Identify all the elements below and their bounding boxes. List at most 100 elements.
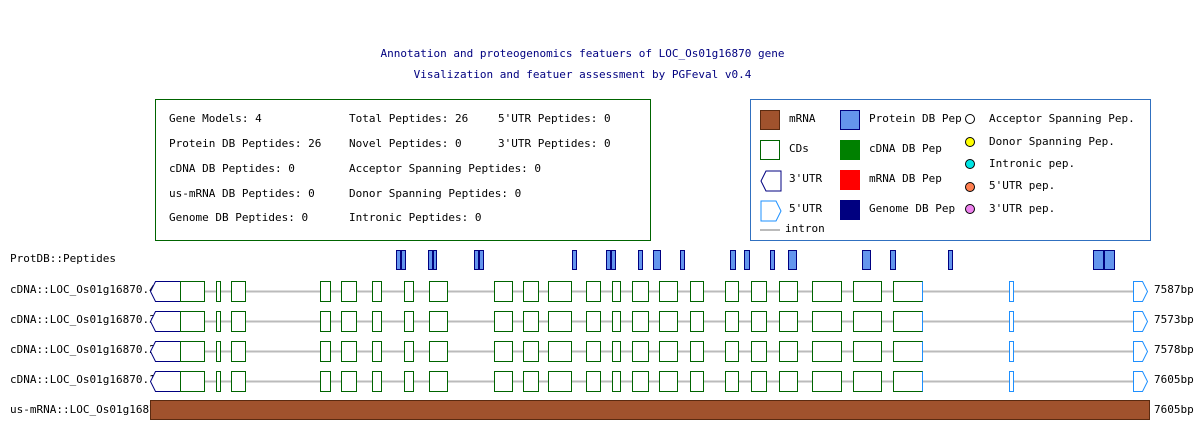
utr3-feature [149,281,181,302]
cds-exon [231,311,246,332]
cds-exon [893,371,923,392]
cds-exon [494,281,513,302]
cds-exon [216,311,221,332]
transcript-length: 7587bp [1154,283,1194,296]
stat-acceptor-spanning-peptides: Acceptor Spanning Peptides: 0 [349,162,542,175]
cds-exon [231,371,246,392]
cds-exon [632,311,649,332]
cds-exon [893,341,923,362]
cds-exon [341,281,357,302]
cds-exon [690,341,704,362]
cds-exon [494,311,513,332]
cds-exon [812,281,842,302]
cds-exon [779,341,798,362]
cds-exon [632,371,649,392]
cds-exon [725,311,739,332]
peptide-block [862,250,871,270]
cds-exon [632,281,649,302]
cds-exon [659,311,678,332]
legend-5utr-label: 5'UTR [789,202,823,215]
cds-exon [586,371,601,392]
peptide-block [770,250,775,270]
cds-exon [725,341,739,362]
legend-cds-swatch [760,140,780,160]
cds-exon [523,371,539,392]
legend-mrna-swatch [760,110,780,130]
legend-donor-dot [965,137,975,147]
cds-exon [612,371,621,392]
figure-subtitle: Visalization and featuer assessment by P… [413,68,752,81]
legend-5utr-pep-label: 5'UTR pep. [989,179,1056,192]
legend-acceptor-dot [965,114,975,124]
peptide-block [653,250,661,270]
stat-novel-peptides: Novel Peptides: 0 [349,137,462,150]
cds-exon [893,311,923,332]
stats-panel [155,99,651,241]
cds-exon [341,341,357,362]
legend-panel [750,99,1151,241]
utr3-feature [149,341,181,362]
cds-exon [372,371,382,392]
cds-exon [779,311,798,332]
peptides-track-label: ProtDB::Peptides [10,252,116,265]
utr5-feature [1133,341,1149,362]
cds-exon [751,311,767,332]
transcript-label: cDNA::LOC_Os01g16870.2 [10,343,156,356]
peptide-block [890,250,896,270]
stat-total-peptides: Total Peptides: 26 [349,112,469,125]
cds-exon [494,371,513,392]
legend-cdna-db-label: cDNA DB Pep [869,142,942,155]
cds-exon [725,371,739,392]
legend-donor-label: Donor Spanning Pep. [989,135,1115,148]
cds-exon [523,281,539,302]
legend-protein-db-label: Protein DB Pep [869,112,962,125]
legend-5utr-icon [760,200,782,222]
legend-protein-db-swatch [840,110,860,130]
peptide-block [401,250,406,270]
cds-exon [690,311,704,332]
cds-exon [659,281,678,302]
cds-exon [429,281,448,302]
legend-3utr-label: 3'UTR [789,172,823,185]
legend-cds-label: CDs [789,142,809,155]
cds-exon [372,341,382,362]
cds-exon [429,311,448,332]
cds-exon [216,371,221,392]
cds-exon [180,311,205,332]
legend-cdna-db-swatch [840,140,860,160]
cds-exon [429,341,448,362]
peptide-block [638,250,643,270]
cds-exon [548,371,572,392]
peptide-block [680,250,685,270]
peptide-block [611,250,616,270]
transcript-label: cDNA::LOC_Os01g16870.1 [10,373,156,386]
cds-exon [853,311,882,332]
transcript-length: 7605bp [1154,373,1194,386]
peptide-block [428,250,433,270]
cds-exon [429,371,448,392]
stat-3utr-peptides: 3'UTR Peptides: 0 [498,137,611,150]
peptide-block [396,250,401,270]
legend-mrna-db-swatch [840,170,860,190]
utr5-exon [1009,281,1014,302]
cds-exon [659,371,678,392]
stat-us-mrna-db-peptides: us-mRNA DB Peptides: 0 [169,187,315,200]
mrna-track-label: us-mRNA::LOC_Os01g16870 [10,403,163,416]
cds-exon [320,311,331,332]
cds-exon [372,281,382,302]
cds-exon [632,341,649,362]
cds-exon [180,281,205,302]
transcript-length: 7573bp [1154,313,1194,326]
stat-protein-db-peptides: Protein DB Peptides: 26 [169,137,322,150]
legend-5utr-pep-dot [965,182,975,192]
cds-exon [180,341,205,362]
cds-exon [812,371,842,392]
cds-exon [404,341,414,362]
peptide-block [479,250,484,270]
cds-exon [853,371,882,392]
peptide-block [788,250,797,270]
cds-exon [320,281,331,302]
cds-exon [586,341,601,362]
transcript-length: 7578bp [1154,343,1194,356]
